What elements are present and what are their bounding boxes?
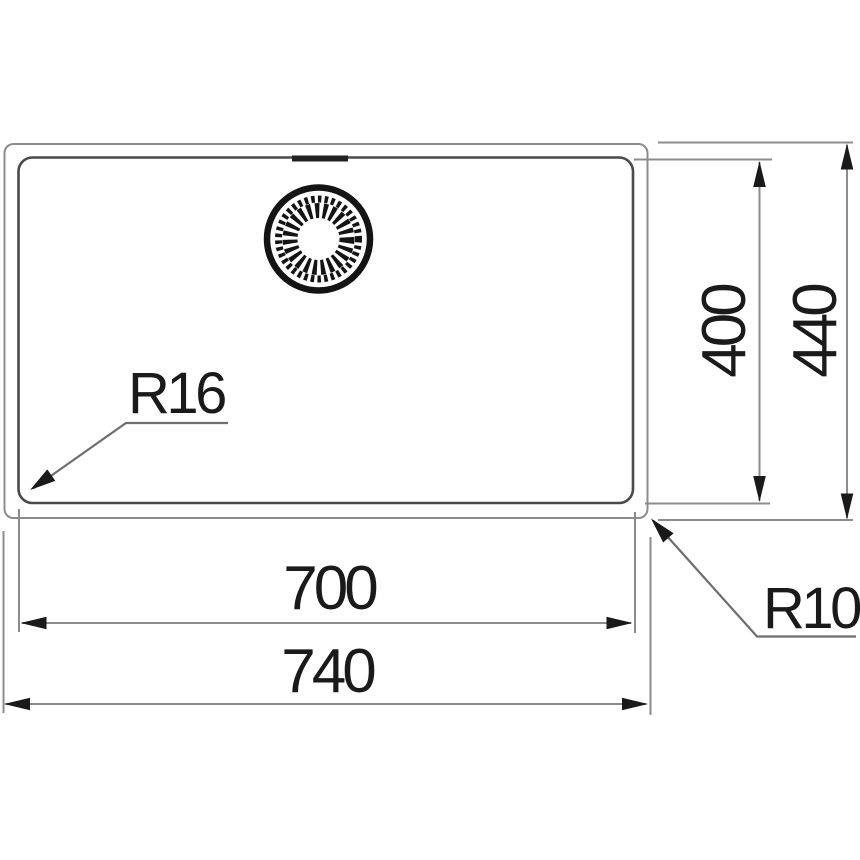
drain-teeth-ring [282, 203, 355, 275]
arrow-right-icon [622, 697, 648, 711]
dimension-inner-width: 700 [20, 554, 633, 630]
arrow-up-icon [753, 161, 766, 187]
arrow-up-icon [840, 143, 854, 170]
inner-width-label: 700 [283, 554, 377, 623]
outer-radius-label: R10 [763, 576, 860, 641]
dimension-outer-width: 740 [4, 637, 648, 711]
drain-outer-ring [263, 184, 374, 294]
drain-dotted-ring [275, 195, 362, 283]
dimension-inner-depth: 400 [690, 161, 766, 502]
arrow-down-icon [753, 476, 766, 502]
inner-radius-label: R16 [128, 361, 225, 426]
drain-strainer-icon [263, 184, 374, 294]
arrow-diagonal-icon [30, 469, 56, 490]
callout-outer-corner-radius: R10 [651, 518, 860, 641]
arrow-left-icon [20, 616, 47, 630]
inner-depth-label: 400 [690, 284, 759, 378]
outer-width-label: 740 [281, 637, 375, 706]
dimension-outer-depth: 440 [781, 143, 854, 520]
sink-outer-outline [3, 143, 649, 519]
extension-lines [2, 141, 853, 715]
arrow-diagonal-icon [651, 518, 674, 543]
arrow-down-icon [840, 493, 854, 520]
callout-inner-corner-radius: R16 [30, 361, 229, 490]
overflow-mark [292, 155, 348, 162]
outer-depth-label: 440 [781, 284, 850, 378]
leader-line-inner-radius [32, 421, 228, 490]
arrow-left-icon [4, 697, 30, 711]
arrow-right-icon [606, 616, 633, 630]
leader-line-outer-radius [652, 519, 856, 638]
